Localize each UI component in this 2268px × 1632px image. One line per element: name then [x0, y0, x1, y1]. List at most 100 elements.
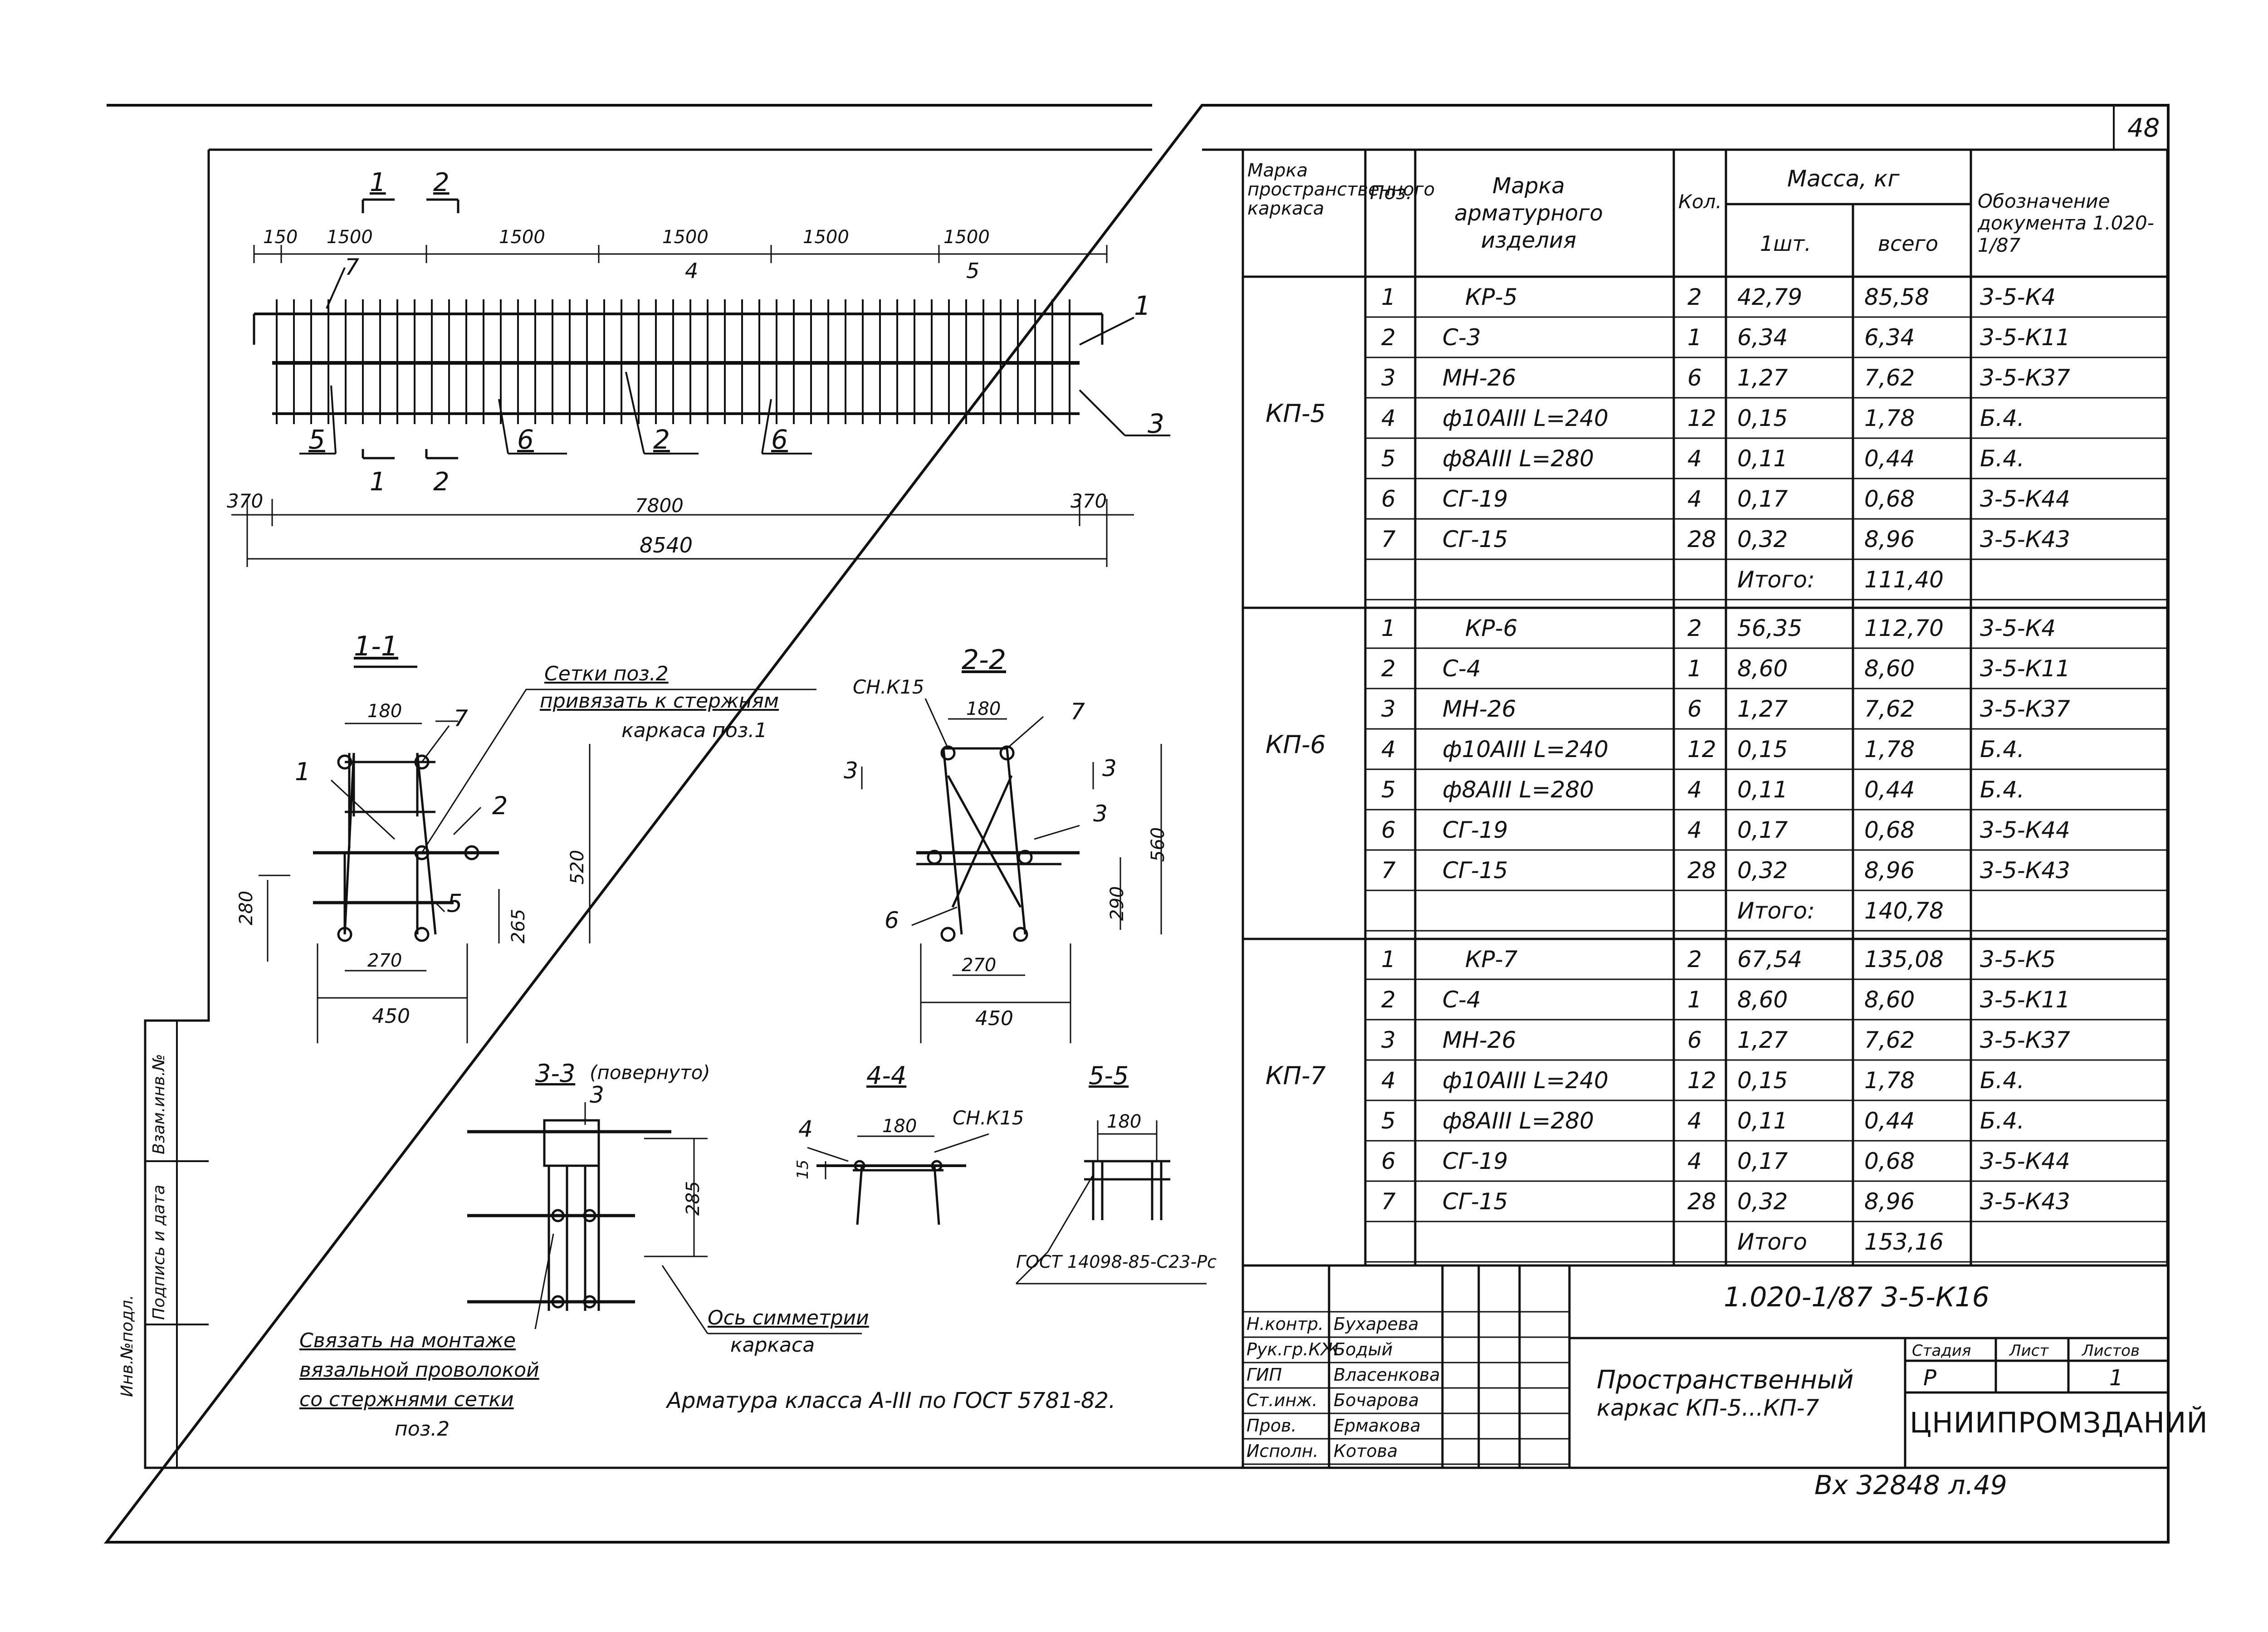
spec-cell-doc: Б.4.	[1980, 445, 2024, 472]
spec-total-value: 111,40	[1864, 567, 1944, 593]
spec-cell-unit: 8,60	[1737, 655, 1788, 682]
spec-cell-qty: 1	[1687, 987, 1702, 1013]
spec-cell-qty: 2	[1687, 284, 1702, 310]
spec-cell-mark: СГ-15	[1442, 1188, 1508, 1215]
spec-cell-unit: 0,32	[1737, 857, 1788, 884]
staff-role: Н.контр.	[1246, 1314, 1324, 1334]
spec-cell-unit: 6,34	[1737, 324, 1788, 351]
elevation-view	[253, 313, 1104, 415]
section-3-3-subtitle: (повернуто)	[590, 1061, 710, 1084]
spec-cell-qty: 2	[1687, 946, 1702, 972]
section-4-4-dim-15: 15	[794, 1159, 812, 1179]
spec-cell-qty: 4	[1687, 486, 1702, 512]
staff-role: Пров.	[1246, 1416, 1297, 1436]
spec-cell-mark: МН-26	[1442, 1027, 1516, 1053]
spec-cell-total: 0,68	[1864, 486, 1915, 512]
title-sheets: 1	[2109, 1365, 2123, 1391]
section-3-3-dim-285: 285	[683, 1181, 704, 1216]
spec-cell-qty: 28	[1687, 1188, 1716, 1215]
staff-name: Котова	[1334, 1441, 1398, 1461]
section-4-4-mark-sn-k15: СН.К15	[953, 1107, 1024, 1129]
spec-cell-qty: 28	[1687, 526, 1716, 552]
elevation-dimensions-bottom	[231, 499, 1134, 567]
archive-note: Вх 32848 л.49	[1814, 1470, 2007, 1500]
title-organization: ЦНИИПРОМЗДАНИЙ	[1910, 1406, 2208, 1439]
spec-cell-pos: 5	[1381, 445, 1396, 472]
spec-cell-total: 6,34	[1864, 324, 1915, 351]
title-line-1: Пространственный	[1597, 1365, 1854, 1395]
dim-bottom-8540: 8540	[640, 533, 693, 557]
spec-cell-pos: 1	[1381, 946, 1396, 972]
spec-cell-total: 85,58	[1864, 284, 1930, 310]
spec-cell-doc: 3-5-К43	[1980, 1188, 2070, 1215]
outer-border	[103, 104, 2170, 1544]
section-2-2-title: 2-2	[962, 644, 1006, 676]
spec-total-value: 153,16	[1864, 1229, 1944, 1255]
section-2-2-mark-3-left: 3	[844, 757, 858, 784]
spec-cell-qty: 6	[1687, 365, 1702, 391]
spec-cell-mark: С-3	[1442, 324, 1481, 351]
spec-cell-qty: 4	[1687, 817, 1702, 843]
section-cut-markers	[362, 198, 459, 459]
dim-top-1500-e: 1500	[943, 227, 990, 248]
spec-cell-doc: Б.4.	[1980, 1067, 2024, 1094]
spec-cell-mark: СГ-15	[1442, 526, 1508, 552]
spec-cell-pos: 2	[1381, 324, 1396, 351]
header-mass-total: всего	[1878, 231, 1939, 256]
spec-cell-total: 0,44	[1864, 445, 1915, 472]
spec-cell-total: 0,44	[1864, 777, 1915, 803]
section-1-1-mark-1: 1	[295, 757, 311, 786]
spec-cell-qty: 1	[1687, 655, 1702, 682]
spec-row-lines	[1365, 316, 2167, 1263]
spec-cell-pos: 3	[1381, 696, 1396, 722]
section-3-3-drawing	[467, 1102, 862, 1334]
spec-cell-unit: 0,11	[1737, 1108, 1788, 1134]
spec-cell-doc: 3-5-К4	[1980, 284, 2056, 310]
spec-cell-qty: 12	[1687, 405, 1716, 431]
staff-name: Власенкова	[1334, 1365, 1440, 1385]
general-note: Арматура класса А-III по ГОСТ 5781-82.	[667, 1388, 1116, 1413]
dim-top-1500-d: 1500	[803, 227, 849, 248]
section-1-1-note-line1: Сетки поз.2	[544, 662, 669, 685]
spec-cell-pos: 5	[1381, 1108, 1396, 1134]
spec-cell-mark: МН-26	[1442, 696, 1516, 722]
section-1-1-note-line2: привязать к стержням	[540, 689, 779, 713]
section-2-2-dim-270: 270	[962, 955, 997, 976]
dim-bottom-370-right: 370	[1070, 490, 1107, 512]
spec-cell-doc: 3-5-К37	[1980, 365, 2070, 391]
section-3-3-mark-3: 3	[590, 1082, 604, 1108]
spec-cell-pos: 3	[1381, 1027, 1396, 1053]
section-4-4-mark-4: 4	[798, 1116, 813, 1142]
spec-cell-doc: 3-5-К11	[1980, 987, 2070, 1013]
spec-cell-qty: 6	[1687, 1027, 1702, 1053]
staff-role: Ст.инж.	[1246, 1390, 1318, 1410]
section-4-4-title: 4-4	[866, 1061, 907, 1090]
spec-cell-doc: Б.4.	[1980, 777, 2024, 803]
spec-cell-mark: ф8АIII L=280	[1442, 1108, 1594, 1134]
spec-cell-pos: 4	[1381, 405, 1396, 431]
section-2-2-dim-290: 290	[1107, 886, 1128, 921]
spec-cell-mark: КР-7	[1465, 946, 1518, 972]
section-1-1-mark-5: 5	[447, 889, 463, 918]
spec-cell-total: 0,44	[1864, 1108, 1915, 1134]
position-mark-5: 5	[308, 424, 325, 455]
frame-mark: КП-6	[1266, 730, 1326, 759]
dim-top-150: 150	[263, 227, 298, 248]
section-2-2-mark-7: 7	[1070, 699, 1085, 725]
dim-bottom-370-left: 370	[227, 490, 264, 512]
spec-cell-doc: 3-5-К43	[1980, 526, 2070, 552]
section-1-1-dim-450: 450	[372, 1005, 410, 1028]
elevation-vertical-bars	[276, 299, 1070, 424]
spec-cell-unit: 0,32	[1737, 1188, 1788, 1215]
section-1-1-dim-180: 180	[367, 701, 402, 722]
spec-cell-unit: 1,27	[1737, 696, 1788, 722]
spec-cell-total: 0,68	[1864, 1148, 1915, 1174]
section-2-2-mark-3-bar: 3	[1093, 801, 1108, 827]
spec-cell-mark: СГ-19	[1442, 1148, 1508, 1174]
spec-cell-mark: С-4	[1442, 987, 1481, 1013]
spec-cell-mark: КР-6	[1465, 615, 1518, 641]
spec-cell-total: 7,62	[1864, 365, 1915, 391]
section-1-1-dim-270: 270	[367, 950, 402, 971]
header-mass-unit: 1шт.	[1760, 231, 1811, 256]
spec-cell-doc: 3-5-К4	[1980, 615, 2056, 641]
